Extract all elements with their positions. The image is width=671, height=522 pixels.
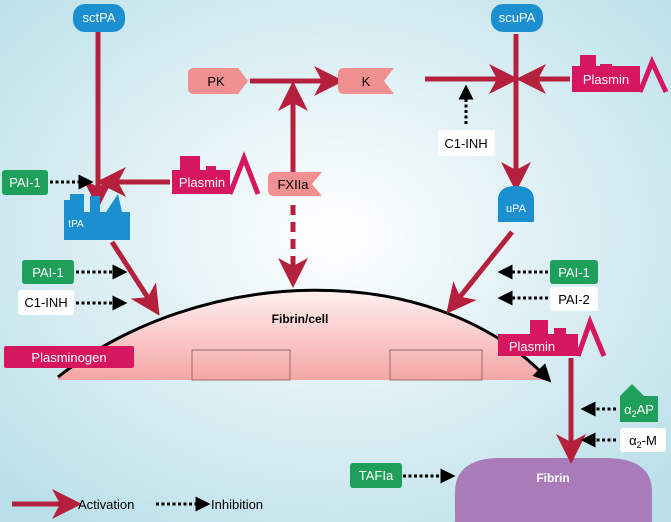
a2m-alpha: α <box>629 433 637 448</box>
fxiia-label: FXIIa <box>277 177 309 192</box>
pai1-right-label: PAI-1 <box>558 265 590 280</box>
c1inh-top-node: C1-INH <box>438 130 495 156</box>
inhibition-arrows <box>50 84 616 512</box>
pk-node: PK <box>188 68 248 94</box>
arrow-upa-plasminogen <box>446 230 514 314</box>
fibrin-tab-right <box>570 492 600 508</box>
dome-outline-arrow <box>57 288 552 383</box>
plasmin-mid-left-label: Plasmin <box>179 175 225 190</box>
tafia-label: TAFIa <box>359 468 394 483</box>
pk-label: PK <box>207 74 225 89</box>
fibrin-label: Fibrin <box>536 471 569 485</box>
plasmin-right-label: Plasmin <box>509 339 555 354</box>
upa-node: uPA <box>498 186 534 222</box>
pai2-right-node: PAI-2 <box>550 287 598 311</box>
a2ap-rest: AP <box>637 402 654 417</box>
pai2-right-label: PAI-2 <box>558 292 590 307</box>
c1inh-top-label: C1-INH <box>444 136 487 151</box>
fxiia-node: FXIIa <box>268 172 322 196</box>
plasminogen-label: Plasminogen <box>31 350 106 365</box>
fibrin-base <box>455 458 652 492</box>
a2m-node: α2-M <box>620 428 666 452</box>
tpa-label: tPA <box>68 219 84 230</box>
plasmin-right-node: Plasmin <box>498 314 607 357</box>
pai1-left-top-label: PAI-1 <box>9 175 41 190</box>
scupa-label: scuPA <box>499 10 536 25</box>
sctpa-label: sctPA <box>83 10 116 25</box>
a2ap-sub: 2 <box>632 409 637 419</box>
arrow-tpa-plasminogen <box>109 240 160 316</box>
a2ap-node: α2AP <box>620 384 658 422</box>
plasminogen-node: Plasminogen <box>4 346 134 368</box>
a2m-rest: -M <box>642 433 657 448</box>
plasmin-top-right-label: Plasmin <box>583 72 629 87</box>
a2m-sub: 2 <box>637 440 642 450</box>
tafia-node: TAFIa <box>350 463 402 488</box>
c1inh-left-label: C1-INH <box>24 295 67 310</box>
scupa-node: scuPA <box>491 4 543 32</box>
dome-notches <box>191 349 483 381</box>
plasmin-mid-left-node: Plasmin <box>172 151 261 195</box>
a2m-label: α2-M <box>629 433 657 450</box>
a2ap-label: α2AP <box>624 402 654 419</box>
plasmin-top-right-node: Plasmin <box>572 55 669 94</box>
k-node: K <box>338 68 394 94</box>
pai1-left-mid-node: PAI-1 <box>22 260 74 284</box>
a2ap-alpha: α <box>624 402 632 417</box>
sctpa-node: sctPA <box>73 4 125 32</box>
c1inh-left-node: C1-INH <box>18 290 74 315</box>
tpa-node: tPA <box>64 194 130 240</box>
activation-arrows <box>12 30 586 519</box>
pai1-left-mid-label: PAI-1 <box>32 265 64 280</box>
legend-activation-label: Activation <box>78 497 134 512</box>
fibrin-tab-left <box>512 492 542 508</box>
fibrin-body <box>455 492 652 522</box>
pai1-left-top-node: PAI-1 <box>2 170 48 195</box>
fibrin-cell-label: Fibrin/cell <box>272 312 329 326</box>
legend-inhibition-label: Inhibition <box>211 497 263 512</box>
upa-label: uPA <box>506 203 527 215</box>
k-label: K <box>362 74 371 89</box>
pai1-right-node: PAI-1 <box>550 260 598 284</box>
